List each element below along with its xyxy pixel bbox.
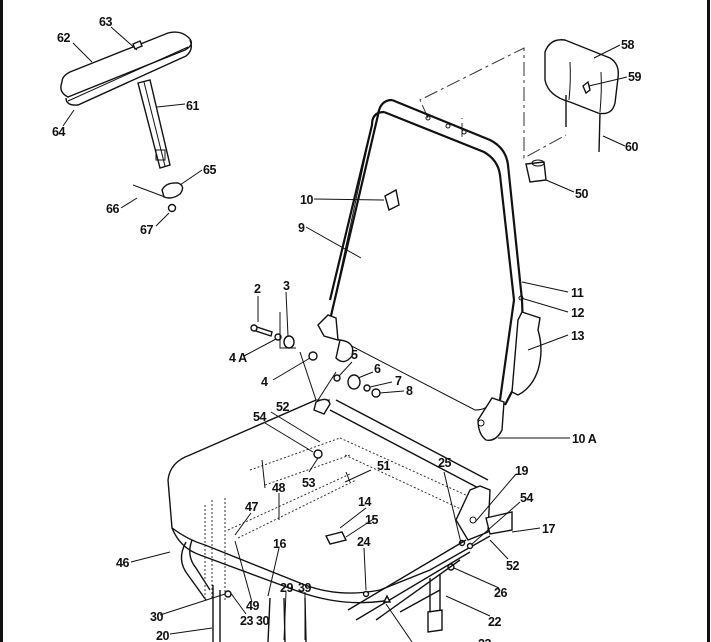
headrest-assembly <box>419 39 628 193</box>
callout-24: 24 <box>357 535 371 549</box>
callout-30-right: 30 <box>256 614 270 628</box>
callout-30-left: 30 <box>150 610 164 624</box>
callout-50: 50 <box>575 187 589 201</box>
callout-20: 20 <box>156 629 170 642</box>
seat-back-outer-frame <box>328 98 524 406</box>
callout-58: 58 <box>621 38 635 52</box>
bushing-4 <box>308 351 318 361</box>
hinge-10a <box>477 397 505 441</box>
callout-62: 62 <box>57 31 71 45</box>
nut-67 <box>167 203 177 213</box>
page-border-right <box>707 0 710 642</box>
callout-63: 63 <box>99 15 113 29</box>
callout-4: 4 <box>261 375 268 389</box>
side-pocket-13 <box>511 311 542 396</box>
leg-20 <box>212 585 221 642</box>
callout-60: 60 <box>625 140 639 154</box>
callout-16: 16 <box>273 537 287 551</box>
armrest-pad <box>60 31 193 98</box>
foot-bracket-23 <box>427 609 443 633</box>
armrest-bracket-plate <box>161 182 184 199</box>
seat-cushion-outline <box>167 399 491 594</box>
callout-10a: 10 A <box>572 432 597 446</box>
nut-23 <box>224 590 232 598</box>
seat-back-label <box>384 188 400 212</box>
washer-3 <box>283 335 295 349</box>
callout-46: 46 <box>116 556 130 570</box>
callout-65: 65 <box>203 163 217 177</box>
callout-15: 15 <box>365 513 379 527</box>
nut-8 <box>371 388 381 398</box>
seat-back-assembly <box>305 98 570 441</box>
callout-12: 12 <box>571 306 585 320</box>
callout-52-lower: 52 <box>506 559 520 573</box>
callout-17: 17 <box>542 522 556 536</box>
callout-19: 19 <box>515 464 529 478</box>
hinge-hardware <box>243 291 405 401</box>
hinge-left <box>317 314 339 341</box>
callout-2: 2 <box>254 282 261 296</box>
pivot-53 <box>313 449 323 459</box>
washer-6 <box>347 374 361 390</box>
callout-61: 61 <box>186 99 200 113</box>
callout-13: 13 <box>571 329 585 343</box>
callout-labels: 62 63 61 64 65 66 67 58 59 60 50 10 9 11… <box>52 15 642 642</box>
seat-label-14 <box>324 531 348 545</box>
callout-5: 5 <box>351 348 358 362</box>
callout-26: 26 <box>494 586 508 600</box>
callout-23-cut: 23 <box>478 637 492 642</box>
callout-52-upper: 52 <box>276 400 290 414</box>
lockwasher-7 <box>363 384 371 392</box>
headrest-label <box>582 80 591 95</box>
callout-51: 51 <box>377 459 391 473</box>
callout-54-lower: 54 <box>520 491 534 505</box>
callout-66: 66 <box>106 202 120 216</box>
callout-3: 3 <box>283 279 290 293</box>
callout-10: 10 <box>300 193 314 207</box>
armrest-assembly <box>60 26 203 227</box>
spacer-5 <box>333 374 341 382</box>
callout-49: 49 <box>246 599 260 613</box>
headrest-rod-right <box>598 112 601 153</box>
callout-11: 11 <box>571 286 584 300</box>
callout-53: 53 <box>302 476 316 490</box>
callout-59: 59 <box>628 70 642 84</box>
callout-39: 39 <box>298 581 312 595</box>
callout-14: 14 <box>358 495 372 509</box>
callout-4a: 4 A <box>229 351 247 365</box>
callout-29: 29 <box>280 581 294 595</box>
seat-back-inner-frame <box>328 110 516 401</box>
callout-67: 67 <box>140 223 154 237</box>
armrest-base-plate <box>65 39 193 106</box>
callout-8: 8 <box>406 384 413 398</box>
callout-7: 7 <box>395 374 402 388</box>
callout-48: 48 <box>272 481 286 495</box>
hinge-plate-19 <box>455 485 491 541</box>
callout-9: 9 <box>298 221 305 235</box>
callout-64: 64 <box>52 125 66 139</box>
bracket-17 <box>485 511 513 535</box>
recliner-quadrant <box>335 339 354 363</box>
callout-25: 25 <box>438 456 452 470</box>
nut-24 <box>362 590 370 598</box>
callout-47: 47 <box>245 500 259 514</box>
callout-22: 22 <box>488 615 502 629</box>
callout-6: 6 <box>374 362 381 376</box>
callout-54-upper: 54 <box>253 410 267 424</box>
headrest-cushion <box>544 39 620 115</box>
callout-23: 23 <box>240 614 254 628</box>
seat-cushion-assembly <box>130 398 541 642</box>
bolt-66 <box>132 184 166 198</box>
pivot-bracket <box>313 398 331 415</box>
page-border-left <box>0 0 3 642</box>
